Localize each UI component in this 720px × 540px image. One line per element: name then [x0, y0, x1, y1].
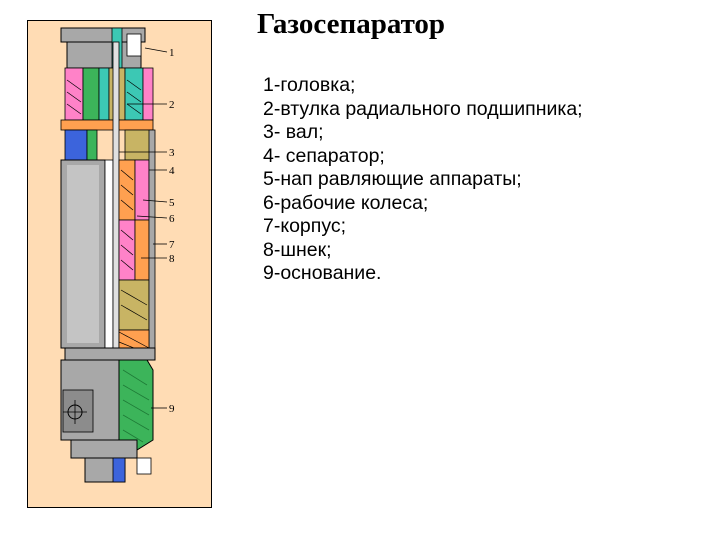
legend-item: 2-втулка радиального подшипника; [263, 97, 583, 120]
separator-impellers [118, 129, 156, 349]
legend-item: 6-рабочие колеса; [263, 191, 429, 214]
callout-label-5: 5 [169, 197, 175, 209]
callout-label-1: 1 [169, 47, 175, 59]
callout-label-8: 8 [169, 253, 175, 265]
legend-item: 8-шнек; [263, 238, 332, 261]
callout-label-2: 2 [169, 99, 175, 111]
housing-body [60, 159, 114, 349]
page-title: Газосепаратор [257, 8, 446, 40]
legend-item: 7-корпус; [263, 215, 347, 237]
legend-item: 4- сепаратор; [263, 144, 385, 167]
auger [118, 329, 150, 351]
lower-collar [64, 347, 156, 361]
gas-separator-cutaway-diagram: 1 2 3 4 5 6 7 8 9 [27, 20, 212, 508]
callout-label-9: 9 [169, 403, 175, 415]
legend-item: 9-основание. [263, 262, 382, 284]
callout-leaders [119, 47, 168, 409]
callout-label-4: 4 [169, 165, 175, 177]
upper-impeller-section [64, 67, 154, 121]
legend-item: 1-головка; [263, 74, 356, 96]
callout-label-6: 6 [169, 213, 175, 225]
callout-label-7: 7 [169, 239, 175, 251]
head-part [60, 27, 146, 69]
parts-legend: 1-головка; 2-втулка радиального подшипни… [263, 74, 583, 286]
callout-label-3: 3 [169, 147, 175, 159]
legend-item: 5-нап равляющие аппараты; [263, 168, 522, 190]
bearing-sleeve [60, 119, 154, 161]
legend-item: 3- вал; [263, 121, 324, 143]
base-part [60, 359, 154, 483]
